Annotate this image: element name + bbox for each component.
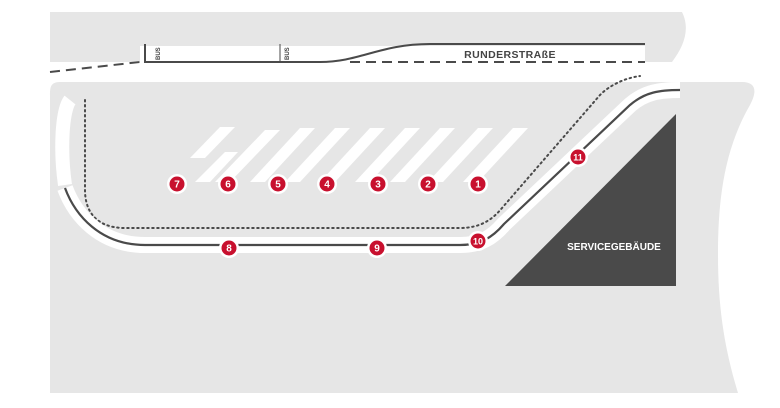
stop-marker-dot <box>470 176 486 192</box>
stop-marker-dot <box>270 176 286 192</box>
stop-marker-11[interactable]: 11 <box>568 147 588 167</box>
walkway-dotted <box>84 75 641 229</box>
bus-bay <box>215 130 280 182</box>
stop-number: 9 <box>374 244 380 255</box>
stop-marker-6[interactable]: 6 <box>218 174 238 194</box>
stop-number: 3 <box>375 180 381 191</box>
walkway-left-stub <box>55 95 77 186</box>
stop-marker-dot <box>369 240 385 256</box>
stop-marker-dot <box>470 233 486 249</box>
stop-marker-dot <box>221 240 237 256</box>
bus-bay <box>463 128 528 182</box>
stop-marker-8[interactable]: 8 <box>219 238 239 258</box>
stop-number: 10 <box>473 237 483 247</box>
bus-lane-label: BUS <box>156 47 162 60</box>
bus-bay <box>320 128 385 182</box>
bus-bay <box>355 128 420 182</box>
bus-bay <box>428 128 493 182</box>
stop-marker-9[interactable]: 9 <box>367 238 387 258</box>
bus-bay <box>285 128 350 182</box>
stop-marker-dot <box>570 149 586 165</box>
bus-bay <box>195 152 238 182</box>
stop-marker-4[interactable]: 4 <box>317 174 337 194</box>
stop-marker-10[interactable]: 10 <box>468 231 488 251</box>
bus-bay <box>250 128 315 182</box>
service-building-label: SERVICEGEBÄUDE <box>567 240 661 253</box>
stop-number: 11 <box>573 153 583 163</box>
stop-marker-dot <box>220 176 236 192</box>
street-band <box>50 46 645 82</box>
stop-number: 8 <box>226 244 232 255</box>
stop-number: 6 <box>225 180 231 191</box>
stop-marker-dot <box>420 176 436 192</box>
stop-marker-1[interactable]: 1 <box>468 174 488 194</box>
stop-marker-5[interactable]: 5 <box>268 174 288 194</box>
bus-bay <box>390 128 455 182</box>
stop-marker-dot <box>370 176 386 192</box>
service-building <box>505 114 676 286</box>
stop-marker-dot <box>169 176 185 192</box>
stop-number: 1 <box>475 180 481 191</box>
bus-bay <box>190 127 235 158</box>
street-edge-solid <box>144 43 645 63</box>
street-name-label: RUNDERSTRAßE <box>464 49 556 61</box>
stop-marker-2[interactable]: 2 <box>418 174 438 194</box>
stop-number: 2 <box>425 180 431 191</box>
stop-number: 5 <box>275 180 281 191</box>
stop-marker-3[interactable]: 3 <box>368 174 388 194</box>
bus-lane-label: BUS <box>285 47 291 60</box>
stop-marker-dot <box>319 176 335 192</box>
stop-number: 7 <box>174 180 180 191</box>
bus-bays <box>190 127 528 182</box>
stop-marker-7[interactable]: 7 <box>167 174 187 194</box>
stop-number: 4 <box>324 180 330 191</box>
